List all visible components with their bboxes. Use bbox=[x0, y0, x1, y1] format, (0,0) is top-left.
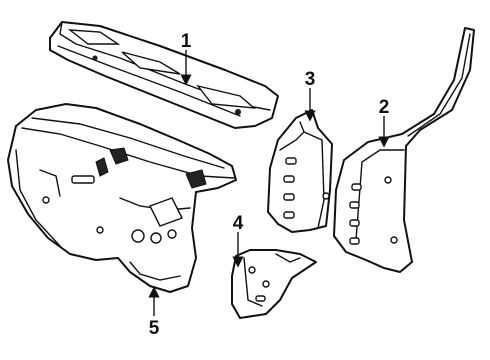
callout-2: 2 bbox=[379, 97, 390, 118]
part-4-small-bracket bbox=[231, 249, 317, 319]
part-3-side-bracket bbox=[267, 109, 333, 233]
part-2-pillar-panel bbox=[333, 27, 475, 273]
part-1-cowl-panel bbox=[49, 21, 279, 129]
part-5-dash-panel bbox=[7, 103, 237, 293]
callout-4: 4 bbox=[233, 213, 244, 234]
leader-lines bbox=[148, 50, 390, 316]
callout-5: 5 bbox=[149, 318, 160, 339]
callout-3: 3 bbox=[305, 69, 316, 90]
callout-1: 1 bbox=[181, 31, 192, 52]
